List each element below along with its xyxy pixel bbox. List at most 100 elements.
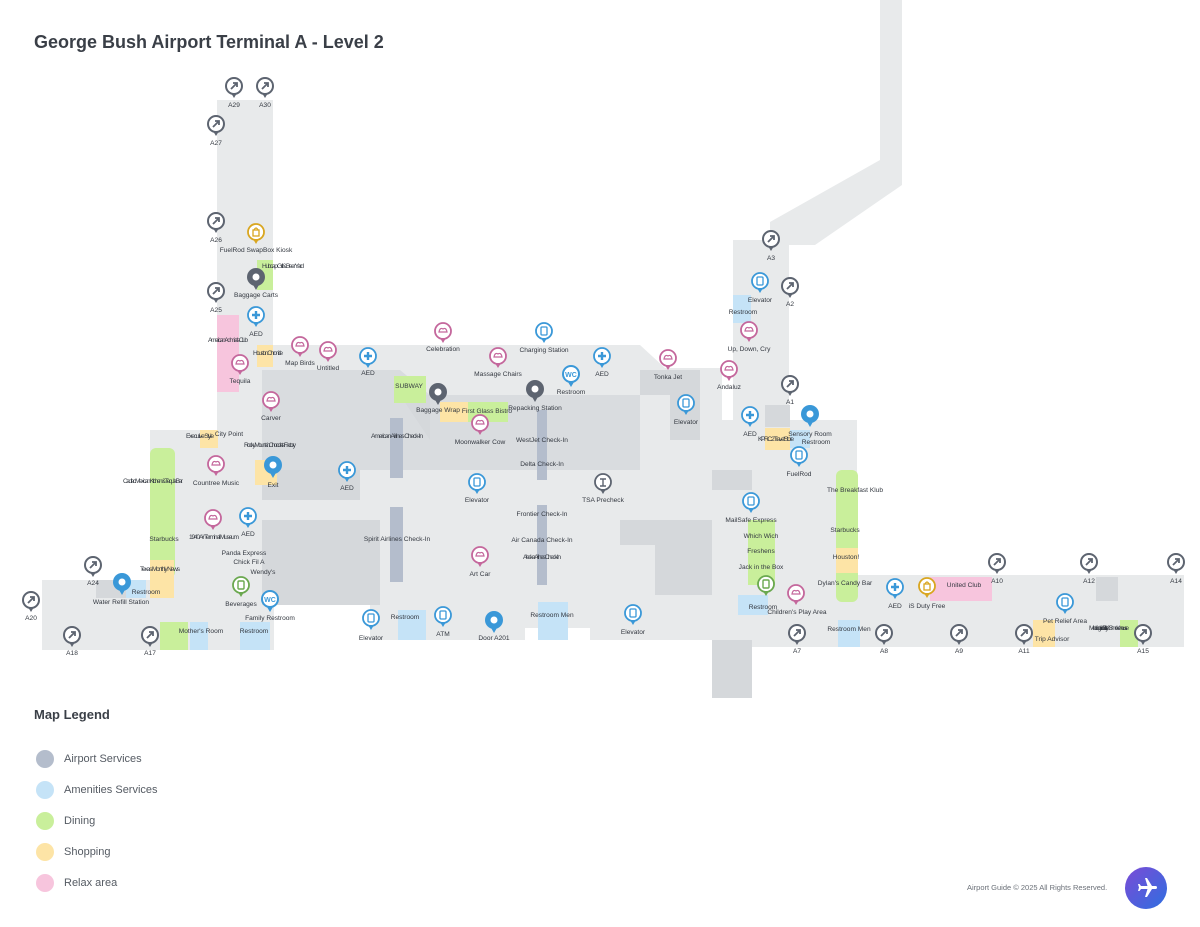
gate-a30[interactable]: A30 xyxy=(256,77,274,109)
poi-freshens[interactable]: Freshens xyxy=(747,548,775,555)
poi-executive-style[interactable]: Executive Style xyxy=(186,433,214,440)
poi-beverages[interactable]: Beverages xyxy=(225,576,257,608)
gate-a10[interactable]: A10 xyxy=(988,553,1006,585)
gate-a2[interactable]: A2 xyxy=(781,277,799,308)
poi-aed-2[interactable]: AED xyxy=(358,346,378,377)
poi-art-car[interactable]: Art Car xyxy=(470,546,492,578)
poi-american-checkin[interactable]: American Airlines Check-In xyxy=(371,433,423,440)
poi-mockingbird[interactable]: Mockingbird Distillery & Smokehouse xyxy=(1089,625,1129,632)
poi-which-wich[interactable]: Which Wich xyxy=(744,533,779,540)
poi-mothers-room[interactable]: Mother's Room xyxy=(179,628,224,635)
poi-dylans[interactable]: Dylan's Candy Bar xyxy=(818,580,873,587)
poi-texas-news[interactable]: Texas Monthly News xyxy=(140,566,181,573)
poi-american-admirals[interactable]: American Admirals Club xyxy=(208,337,248,344)
poi-restroom-4[interactable]: Restroom xyxy=(391,614,420,621)
poi-tsa-precheck[interactable]: TSA Precheck xyxy=(582,473,625,504)
poi-hubcap[interactable]: Hubcap Grill & Beer Yard xyxy=(262,263,304,270)
gate-a15[interactable]: A15 xyxy=(1134,624,1152,655)
poi-fuelrod[interactable]: FuelRod xyxy=(787,446,812,478)
poi-houston-chronicle[interactable]: Houston Chronicle xyxy=(253,350,283,357)
poi-alaska[interactable]: Alaska Airlines Check-In xyxy=(523,554,561,561)
poi-carver[interactable]: Carver xyxy=(261,391,282,422)
gate-a12[interactable]: A12 xyxy=(1080,553,1098,585)
poi-countree[interactable]: Countree Music xyxy=(193,455,240,487)
poi-aed-6[interactable]: AED xyxy=(238,506,258,538)
poi-spirit[interactable]: Spirit Airlines Check-In xyxy=(364,536,431,543)
poi-tonka-jet[interactable]: Tonka Jet xyxy=(654,349,682,381)
poi-pet-relief[interactable]: Pet Relief Area xyxy=(1043,593,1087,625)
poi-family-restroom[interactable]: Family Restroom xyxy=(245,590,295,622)
poi-exit[interactable]: Exit xyxy=(264,456,282,489)
poi-massage-chairs[interactable]: Massage Chairs xyxy=(474,347,523,378)
poi-elevator-5[interactable]: Elevator xyxy=(621,604,646,636)
gate-a3[interactable]: A3 xyxy=(762,230,780,262)
poi-breakfast-klub[interactable]: The Breakfast Klub xyxy=(827,487,883,494)
poi-tequila[interactable]: Tequila xyxy=(230,354,251,385)
poi-museum[interactable]: 1940 Air Terminal Museum xyxy=(189,509,240,541)
poi-trip-advisor[interactable]: Trip Advisor xyxy=(1035,636,1070,643)
poi-wendys[interactable]: Wendy's xyxy=(251,569,277,576)
gate-a29[interactable]: A29 xyxy=(225,77,243,109)
poi-restroom-men-1[interactable]: Restroom Men xyxy=(530,612,574,619)
poi-is-duty-free[interactable]: iS Duty Free xyxy=(909,577,946,610)
poi-first-glass[interactable]: First Glass Bistro xyxy=(462,408,513,415)
poi-delta[interactable]: Delta Check-In xyxy=(520,461,564,468)
poi-aed-4[interactable]: AED xyxy=(740,405,760,438)
poi-restroom-3[interactable]: Restroom xyxy=(240,628,269,635)
poi-kprc[interactable]: KPRC 2 Travel Store xyxy=(758,436,794,443)
gate-a1[interactable]: A1 xyxy=(781,375,799,406)
poi-jack[interactable]: Jack in the Box xyxy=(739,564,784,571)
poi-restroom-1[interactable]: Restroom xyxy=(729,309,758,316)
poi-restroom-men-2[interactable]: Restroom Men xyxy=(827,626,871,633)
gate-a7[interactable]: A7 xyxy=(788,624,806,655)
poi-elevator-4[interactable]: Elevator xyxy=(359,609,384,642)
poi-mailsafe[interactable]: MailSafe Express xyxy=(725,492,777,524)
gate-a9[interactable]: A9 xyxy=(950,624,968,655)
poi-moonwalker[interactable]: Moonwalker Cow xyxy=(455,414,506,446)
poi-aed-3[interactable]: AED xyxy=(592,346,612,378)
poi-aed-7[interactable]: AED xyxy=(885,577,905,610)
poi-starbucks-1[interactable]: Starbucks xyxy=(149,536,179,543)
poi-cadillac[interactable]: Cadillac Mexican Kitchen & Tequila Bar xyxy=(123,478,184,485)
poi-panda[interactable]: Panda Express xyxy=(222,550,267,557)
poi-map-birds[interactable]: Map Birds xyxy=(285,336,316,367)
poi-united-club[interactable]: United Club xyxy=(947,582,982,589)
poi-restroom-2[interactable]: Restroom xyxy=(749,575,778,611)
gate-a8[interactable]: A8 xyxy=(875,624,893,655)
poi-frontier[interactable]: Frontier Check-In xyxy=(517,511,568,518)
gate-a14[interactable]: A14 xyxy=(1167,553,1185,585)
poi-rocky-mountain[interactable]: Rocky Mountain Chocolate Factory xyxy=(244,442,297,449)
poi-elevator-2[interactable]: Elevator xyxy=(674,394,699,426)
gate-a20[interactable]: A20 xyxy=(22,591,40,622)
gate-a18[interactable]: A18 xyxy=(63,626,81,657)
poi-westjet[interactable]: WestJet Check-In xyxy=(516,437,568,444)
gate-a27[interactable]: A27 xyxy=(207,115,225,147)
poi-repacking[interactable]: Repacking Station xyxy=(508,380,562,412)
airplane-button[interactable] xyxy=(1125,867,1167,909)
poi-atm[interactable]: ATM xyxy=(434,606,452,638)
poi-charging-station[interactable]: Charging Station xyxy=(519,322,569,354)
poi-baggage-carts[interactable]: Baggage Carts xyxy=(234,268,279,299)
poi-aed-5[interactable]: AED xyxy=(337,460,357,492)
poi-baggage-wrap[interactable]: Baggage Wrap xyxy=(416,383,460,414)
poi-chick-fil-a[interactable]: Chick Fil A xyxy=(233,559,265,566)
poi-aed-1[interactable]: AED xyxy=(246,305,266,338)
gate-a25[interactable]: A25 xyxy=(207,282,225,314)
poi-city-point[interactable]: City Point xyxy=(215,431,243,438)
poi-fuelrod-swapbox[interactable]: FuelRod SwapBox Kiosk xyxy=(220,223,293,254)
gate-a26[interactable]: A26 xyxy=(207,212,225,244)
poi-elevator-1[interactable]: Elevator xyxy=(748,272,773,304)
poi-door-a201[interactable]: Door A201 xyxy=(478,611,510,642)
poi-restroom-wc-1[interactable]: Restroom xyxy=(557,365,586,396)
gate-a17[interactable]: A17 xyxy=(141,626,159,657)
poi-childrens-play[interactable]: Children's Play Area xyxy=(767,584,827,616)
poi-houston[interactable]: Houston! xyxy=(833,554,860,561)
poi-up-down-cry[interactable]: Up, Down, Cry xyxy=(728,321,772,353)
gate-a11[interactable]: A11 xyxy=(1015,624,1033,655)
poi-subway[interactable]: SUBWAY xyxy=(395,383,423,390)
poi-air-canada[interactable]: Air Canada Check-In xyxy=(511,537,573,544)
poi-celebration[interactable]: Celebration xyxy=(426,322,460,353)
